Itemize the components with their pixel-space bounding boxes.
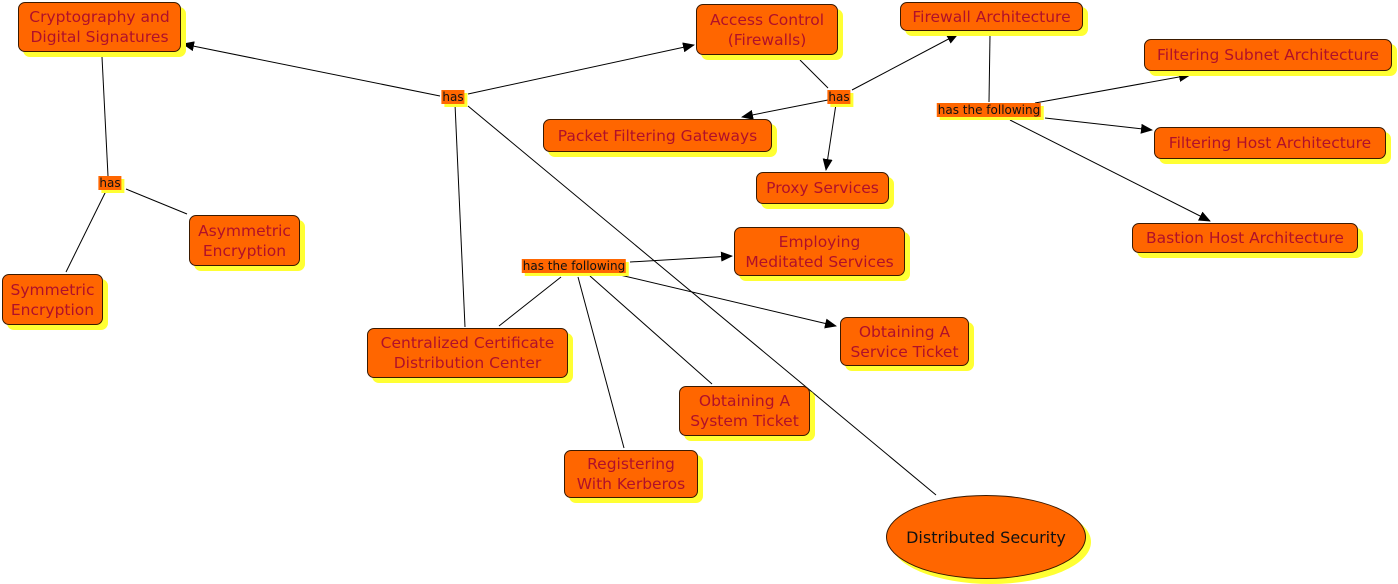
node-registering-kerberos[interactable]: Registering With Kerberos — [564, 450, 698, 498]
node-employing-services[interactable]: Employing Meditated Services — [734, 227, 905, 276]
link-has-register — [577, 276, 625, 449]
node-cryptography[interactable]: Cryptography and Digital Signatures — [18, 2, 181, 52]
link-firewall-has — [988, 34, 991, 103]
link-label-firewall-following: has the following — [936, 103, 1042, 117]
node-packet-filtering[interactable]: Packet Filtering Gateways — [543, 119, 772, 152]
link-label-has-root: has — [441, 90, 465, 104]
node-firewall-architecture[interactable]: Firewall Architecture — [900, 2, 1083, 31]
node-filtering-host[interactable]: Filtering Host Architecture — [1154, 127, 1386, 159]
node-access-control[interactable]: Access Control (Firewalls) — [696, 4, 838, 55]
link-has-asym — [125, 188, 188, 215]
link-has-packet — [741, 99, 829, 120]
link-has-access — [467, 42, 695, 95]
node-service-ticket[interactable]: Obtaining A Service Ticket — [840, 317, 969, 366]
node-proxy-services[interactable]: Proxy Services — [756, 172, 889, 204]
link-central-has — [498, 276, 562, 327]
node-symmetric-encryption[interactable]: Symmetric Encryption — [2, 274, 103, 325]
link-has-host — [1044, 117, 1153, 134]
node-system-ticket[interactable]: Obtaining A System Ticket — [679, 386, 810, 436]
link-access-has — [799, 59, 829, 89]
node-filtering-subnet[interactable]: Filtering Subnet Architecture — [1144, 39, 1392, 71]
link-has-firewall — [851, 33, 959, 91]
link-has-system — [589, 275, 713, 385]
link-crypto-has — [101, 56, 109, 177]
node-bastion-host[interactable]: Bastion Host Architecture — [1132, 223, 1358, 253]
link-label-central-following: has the following — [521, 259, 627, 273]
link-has-service — [619, 274, 837, 329]
link-has-crypto — [182, 41, 441, 97]
link-has-employ — [629, 251, 733, 263]
node-asymmetric-encryption[interactable]: Asymmetric Encryption — [189, 215, 300, 266]
link-has-proxy — [822, 103, 837, 171]
node-centralized-certificate[interactable]: Centralized Certificate Distribution Cen… — [367, 328, 568, 378]
link-has-bastion — [1009, 119, 1211, 222]
node-distributed-security[interactable]: Distributed Security — [886, 495, 1086, 579]
link-has-subnet — [1034, 72, 1191, 104]
link-root-has — [467, 105, 937, 496]
link-has-central — [454, 103, 466, 328]
link-label-has-access: has — [827, 90, 851, 104]
link-has-sym — [65, 190, 107, 273]
link-label-has-crypto: has — [98, 176, 122, 190]
